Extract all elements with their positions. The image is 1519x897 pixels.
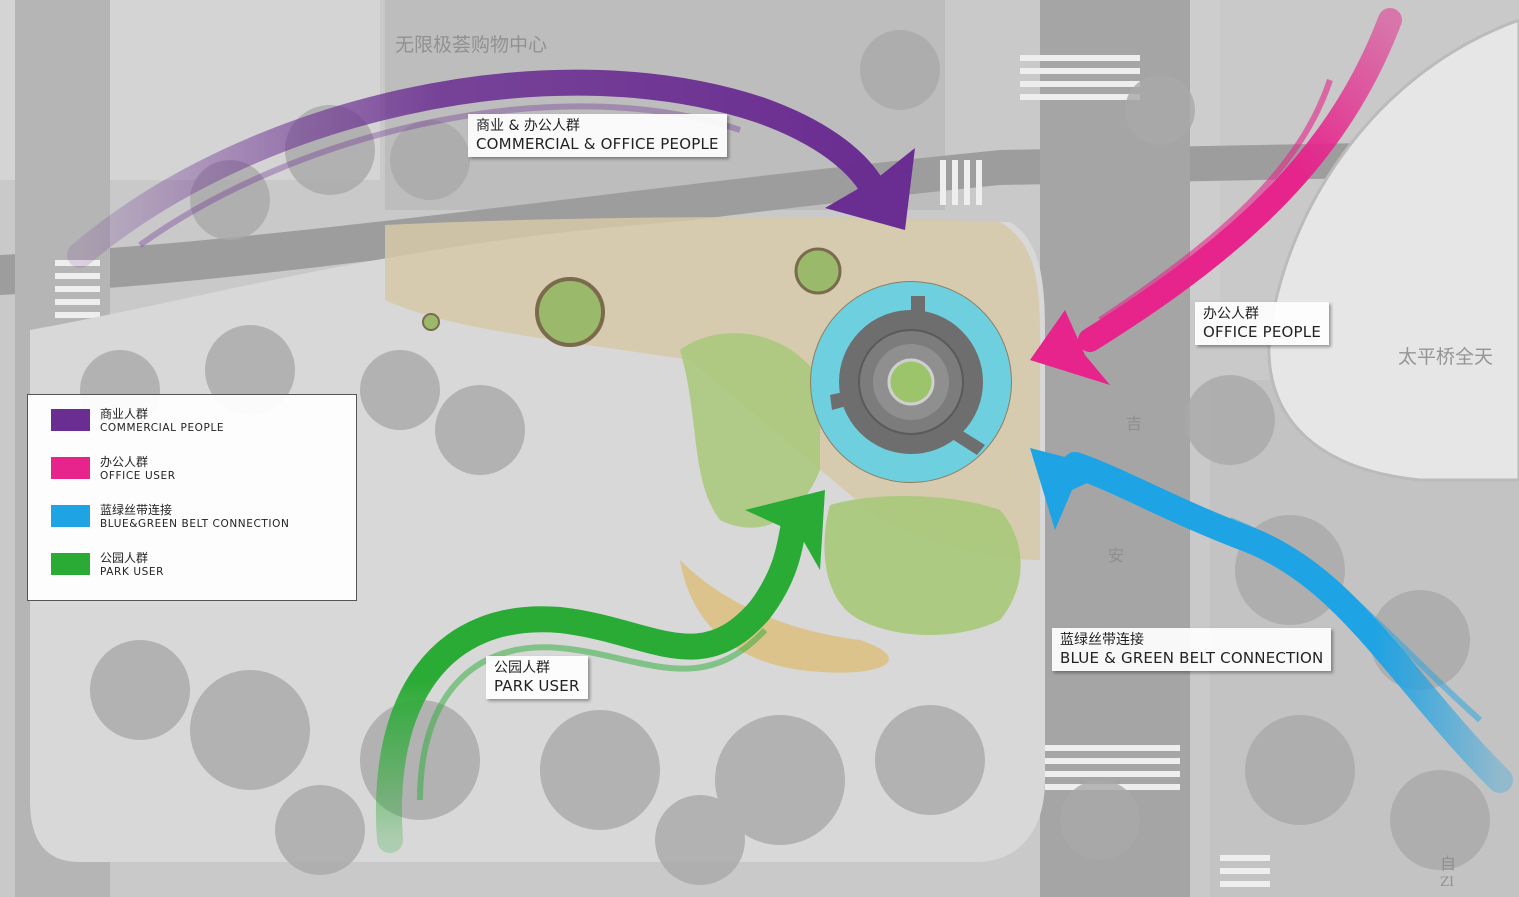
shopping-center-label: 无限极荟购物中心 [395, 34, 548, 56]
blue-green-flow-label-en: BLUE & GREEN BELT CONNECTION [1060, 649, 1324, 667]
road-name-char-4: ZI [1440, 875, 1455, 890]
legend-label-zh: 公园人群 [100, 551, 149, 565]
legend-swatch-office [51, 457, 90, 479]
tree-clusters [80, 30, 1490, 885]
legend-swatch-park [51, 553, 90, 575]
office-flow-label-en: OFFICE PEOPLE [1203, 323, 1322, 341]
legend-swatch-blue-green [51, 505, 90, 527]
legend-label-zh: 蓝绿丝带连接 [100, 503, 173, 517]
blue-green-flow-label-zh: 蓝绿丝带连接 [1060, 632, 1144, 648]
road-name-char-1: 吉 [1126, 414, 1143, 433]
legend: 商业人群 COMMERCIAL PEOPLE 办公人群 OFFICE USER … [27, 394, 357, 601]
road-name-char-2: 安 [1108, 546, 1125, 565]
round-planters [422, 247, 842, 347]
commercial-flow-label: 商业 & 办公人群 COMMERCIAL & OFFICE PEOPLE [468, 114, 727, 157]
office-flow-label: 办公人群 OFFICE PEOPLE [1195, 302, 1330, 345]
park-flow-label-en: PARK USER [494, 677, 580, 695]
legend-label-zh: 商业人群 [100, 407, 149, 421]
commercial-flow-label-en: COMMERCIAL & OFFICE PEOPLE [476, 135, 719, 153]
legend-label-en: BLUE&GREEN BELT CONNECTION [100, 518, 290, 530]
circular-fountain [810, 281, 1012, 483]
park-flow-label: 公园人群 PARK USER [486, 656, 588, 699]
legend-label-en: OFFICE USER [100, 470, 176, 482]
legend-swatch-commercial [51, 409, 90, 431]
office-flow-arrow [1030, 8, 1402, 385]
blue-green-flow-label: 蓝绿丝带连接 BLUE & GREEN BELT CONNECTION [1052, 628, 1332, 671]
commercial-flow-label-zh: 商业 & 办公人群 [476, 118, 580, 134]
legend-label-en: PARK USER [100, 566, 165, 578]
park-flow-arrow [376, 490, 825, 853]
park-flow-label-zh: 公园人群 [494, 660, 550, 676]
road-name-char-3: 自 [1440, 854, 1457, 873]
lawn-south [824, 495, 1021, 635]
commercial-flow-arrow [67, 69, 915, 268]
taipingqiao-label: 太平桥全天 [1398, 346, 1494, 368]
legend-label-en: COMMERCIAL PEOPLE [100, 422, 225, 434]
blue-green-flow-arrow [1030, 448, 1513, 793]
lawn-west [680, 333, 820, 528]
legend-label-zh: 办公人群 [100, 455, 149, 469]
office-flow-label-zh: 办公人群 [1203, 306, 1259, 322]
